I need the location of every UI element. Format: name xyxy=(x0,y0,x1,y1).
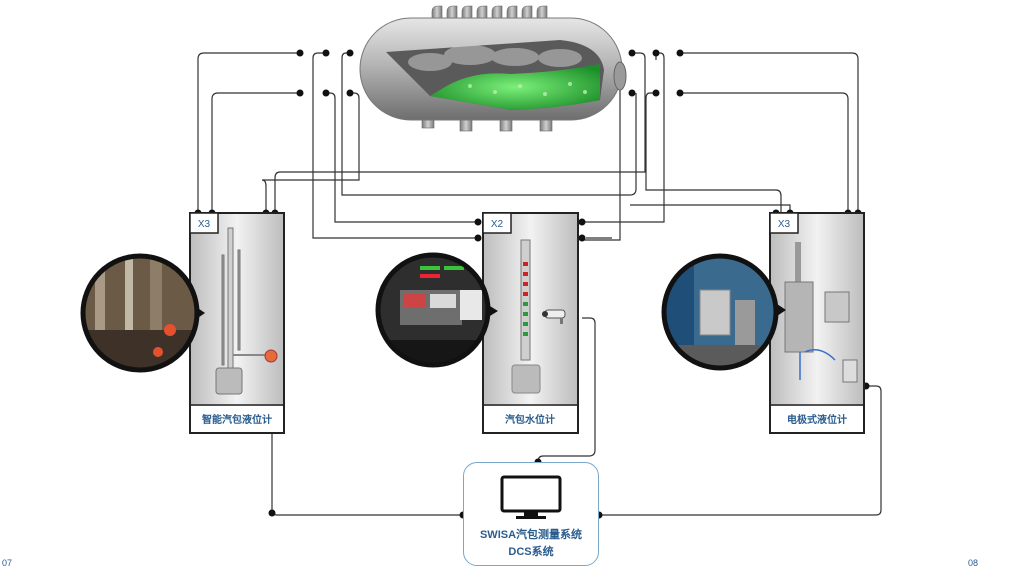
label-smart: 智能汽包液位计 xyxy=(202,413,272,426)
instrument-panel-electrode xyxy=(769,212,865,434)
badge-smart: X3 xyxy=(198,219,211,230)
dcs-system-box: SWISA汽包测量系统 DCS系统 xyxy=(463,462,599,566)
signal-lines xyxy=(197,52,882,516)
page-number-right: 08 xyxy=(968,558,979,568)
label-water: 汽包水位计 xyxy=(505,413,555,426)
badge-water: X2 xyxy=(491,219,504,230)
water-level-gauge-drawing xyxy=(511,239,541,394)
page-number-left: 07 xyxy=(2,558,13,568)
smart-level-gauge-drawing xyxy=(215,227,278,395)
junction-dots xyxy=(194,49,870,519)
dcs-subtitle: DCS系统 xyxy=(508,546,554,558)
label-electrode: 电极式液位计 xyxy=(787,413,847,426)
steam-drum xyxy=(359,5,627,132)
magnifier-photo-smart xyxy=(80,253,205,373)
magnifier-photo-electrode xyxy=(661,253,786,371)
electrode-gauge-drawing xyxy=(784,242,858,383)
dcs-title: SWISA汽包测量系统 xyxy=(479,529,583,541)
instrument-panel-smart xyxy=(189,212,285,434)
badge-electrode: X3 xyxy=(778,219,791,230)
monitor-icon xyxy=(500,475,562,519)
magnifier-photo-water xyxy=(375,252,498,368)
camera-icon xyxy=(542,309,566,324)
instrument-panel-water xyxy=(482,212,579,434)
